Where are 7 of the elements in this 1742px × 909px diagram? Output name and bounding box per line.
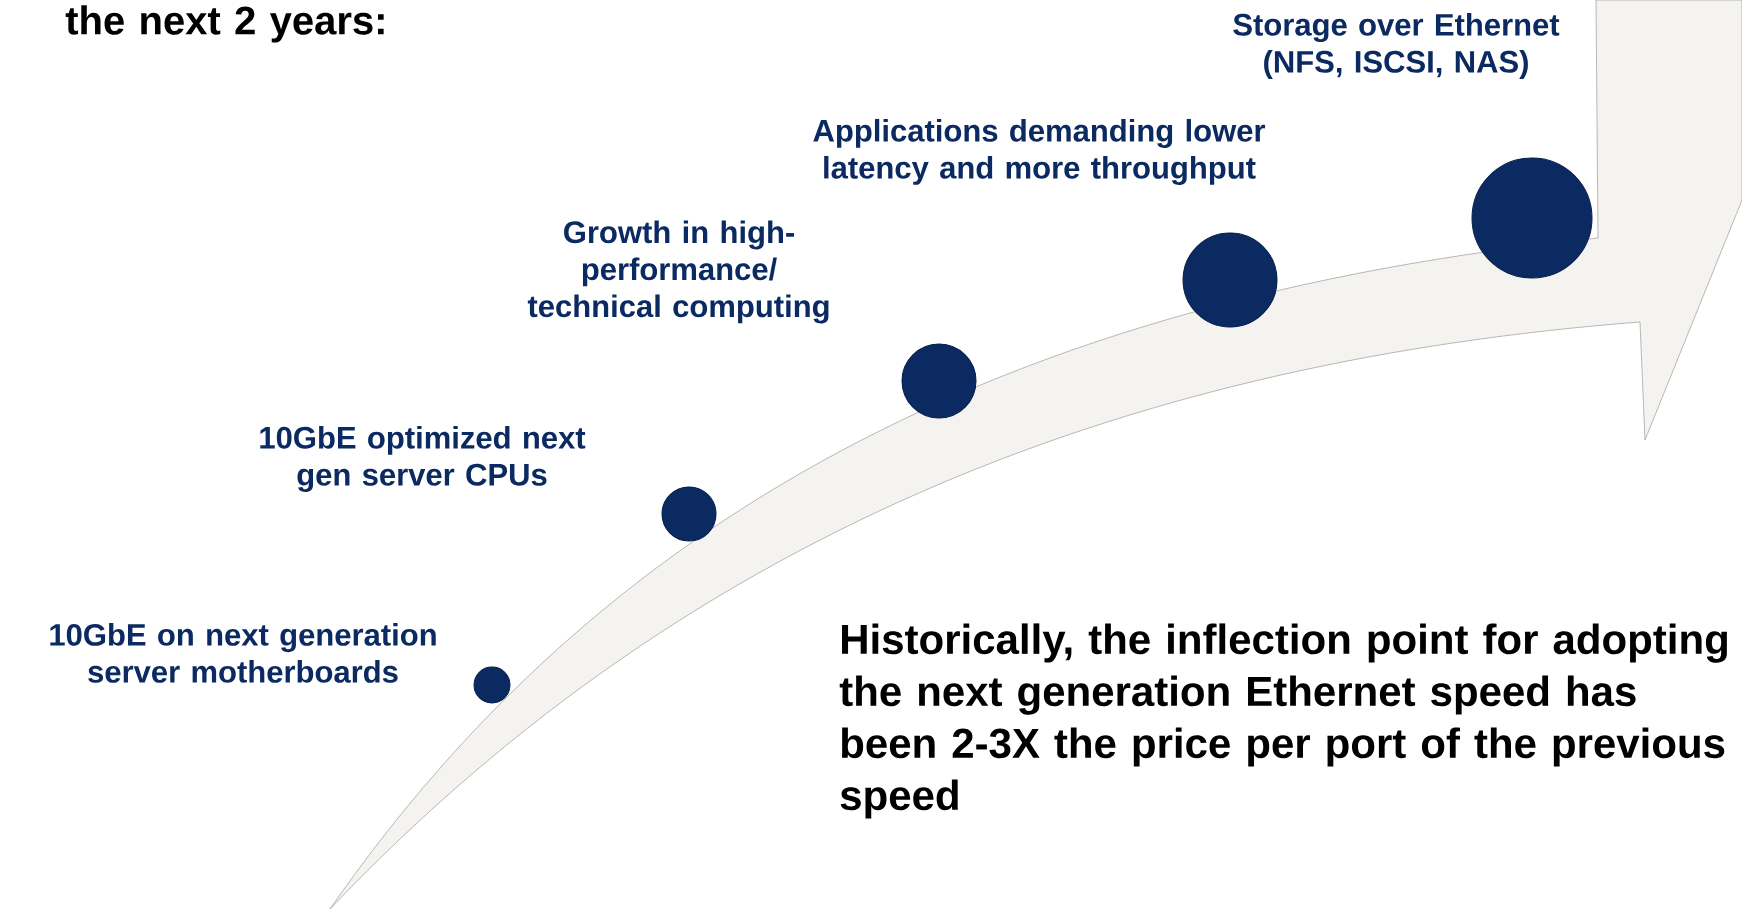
milestone-label: Applications demanding lower latency and more throughput (813, 118, 1266, 185)
heading-text: the next 2 years: (65, 5, 384, 43)
milestone-label: 10GbE optimized next gen server CPUs (260, 425, 586, 492)
milestone-label: Storage over Ethernet (NFS, ISCSI, NAS) (1233, 13, 1560, 79)
milestone-label: Growth in high- performance/ technical computing (527, 220, 829, 324)
note-text: Historically, the inflection point for adopting the next generation Ethernet speed has been 2-3X the price per port of the previous speed (839, 623, 1727, 819)
milestone-label: 10GbE on next generation server motherboards (50, 623, 436, 683)
